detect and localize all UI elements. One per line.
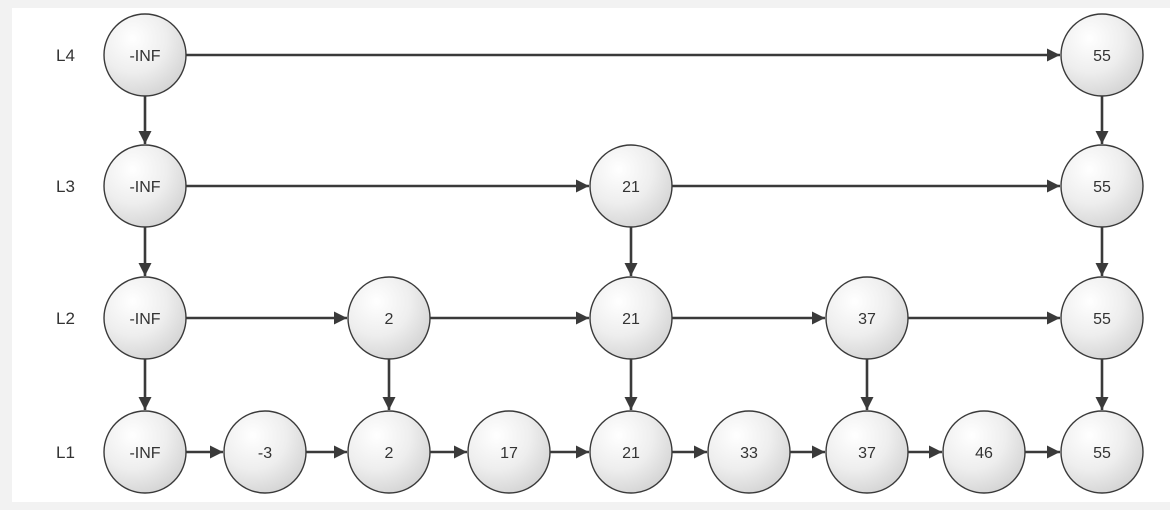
node-label: 37: [858, 445, 876, 462]
node-label: 21: [622, 445, 640, 462]
node-l3-negneg-inf: -INF: [103, 144, 187, 228]
node-l1-55: 55: [1060, 410, 1144, 494]
node-l2-negneg-inf: -INF: [103, 276, 187, 360]
node-label: 21: [622, 311, 640, 328]
edges-layer: [138, 48, 1109, 459]
node-label: 33: [740, 445, 758, 462]
node-circle: [103, 276, 187, 360]
node-circle: [589, 276, 673, 360]
node-label: 46: [975, 445, 993, 462]
node-circle: [825, 410, 909, 494]
node-l4-negneg-inf: -INF: [103, 13, 187, 97]
skip-list-diagram: -INF 55 -INF 21 55 -INF 2 21 37 55 -INF -3 2 17 21 33 37…: [12, 8, 1170, 502]
skip-list-svg: -INF 55 -INF 21 55 -INF 2 21 37 55 -INF -3 2 17 21 33 37…: [56, 13, 1144, 494]
node-circle: [1060, 13, 1144, 97]
node-circle: [103, 144, 187, 228]
node-l1-33: 33: [707, 410, 791, 494]
node-label: 55: [1093, 48, 1111, 65]
node-circle: [103, 13, 187, 97]
node-l1-2: 2: [347, 410, 431, 494]
node-label: -INF: [129, 445, 160, 462]
node-l2-55: 55: [1060, 276, 1144, 360]
node-l1-21: 21: [589, 410, 673, 494]
node-label: 55: [1093, 179, 1111, 196]
node-circle: [825, 276, 909, 360]
node-circle: [707, 410, 791, 494]
node-circle: [1060, 276, 1144, 360]
node-circle: [589, 410, 673, 494]
node-l1-46: 46: [942, 410, 1026, 494]
node-circle: [103, 410, 187, 494]
node-label: 21: [622, 179, 640, 196]
level-label-l2: L2: [56, 309, 75, 328]
node-circle: [223, 410, 307, 494]
nodes-layer: -INF 55 -INF 21 55 -INF 2 21 37 55 -INF -3 2 17 21 33 37…: [103, 13, 1144, 494]
node-label: 55: [1093, 445, 1111, 462]
level-label-l1: L1: [56, 443, 75, 462]
node-circle: [467, 410, 551, 494]
node-circle: [347, 410, 431, 494]
node-l4-55: 55: [1060, 13, 1144, 97]
node-circle: [1060, 144, 1144, 228]
level-label-l3: L3: [56, 177, 75, 196]
node-l1-neg-3: -3: [223, 410, 307, 494]
node-label: -INF: [129, 179, 160, 196]
node-l3-55: 55: [1060, 144, 1144, 228]
node-l1-negneg-inf: -INF: [103, 410, 187, 494]
node-label: 37: [858, 311, 876, 328]
node-label: -INF: [129, 48, 160, 65]
node-circle: [347, 276, 431, 360]
node-circle: [942, 410, 1026, 494]
node-circle: [1060, 410, 1144, 494]
node-l1-37: 37: [825, 410, 909, 494]
node-l2-37: 37: [825, 276, 909, 360]
node-label: 2: [385, 445, 394, 462]
node-l2-21: 21: [589, 276, 673, 360]
node-l3-21: 21: [589, 144, 673, 228]
node-label: 2: [385, 311, 394, 328]
node-label: -3: [258, 445, 272, 462]
node-label: 55: [1093, 311, 1111, 328]
node-circle: [589, 144, 673, 228]
node-l2-2: 2: [347, 276, 431, 360]
level-label-l4: L4: [56, 46, 75, 65]
node-label: -INF: [129, 311, 160, 328]
node-l1-17: 17: [467, 410, 551, 494]
node-label: 17: [500, 445, 518, 462]
